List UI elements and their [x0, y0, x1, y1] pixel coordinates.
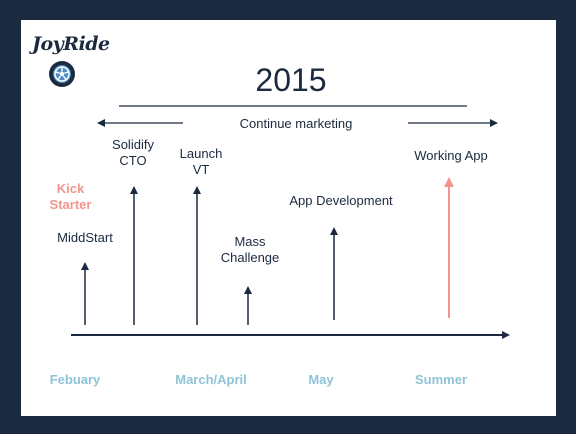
- wheel-icon: [49, 61, 75, 87]
- month-may: May: [308, 372, 334, 387]
- logo-text: JoyRide: [32, 33, 110, 55]
- working-app-label: Working App: [414, 148, 488, 163]
- solidify-cto-label: Solidify CTO: [112, 137, 154, 168]
- month-summer: Summer: [414, 372, 468, 387]
- slide: JoyRide 2015 Continue marketing Kick Sta…: [21, 20, 556, 416]
- mass-challenge-label: Mass Challenge: [220, 234, 280, 265]
- page-title: 2015: [255, 62, 327, 98]
- app-development-label: App Development: [289, 193, 393, 208]
- timeline-graphics: [71, 105, 510, 339]
- month-march-april: March/April: [175, 372, 247, 387]
- middstart-label: MiddStart: [57, 230, 113, 245]
- continue-marketing-label: Continue marketing: [239, 116, 353, 131]
- launch-vt-label: Launch VT: [179, 146, 223, 177]
- month-feb: Febuary: [49, 372, 101, 387]
- kickstarter-label: Kick Starter: [49, 181, 92, 212]
